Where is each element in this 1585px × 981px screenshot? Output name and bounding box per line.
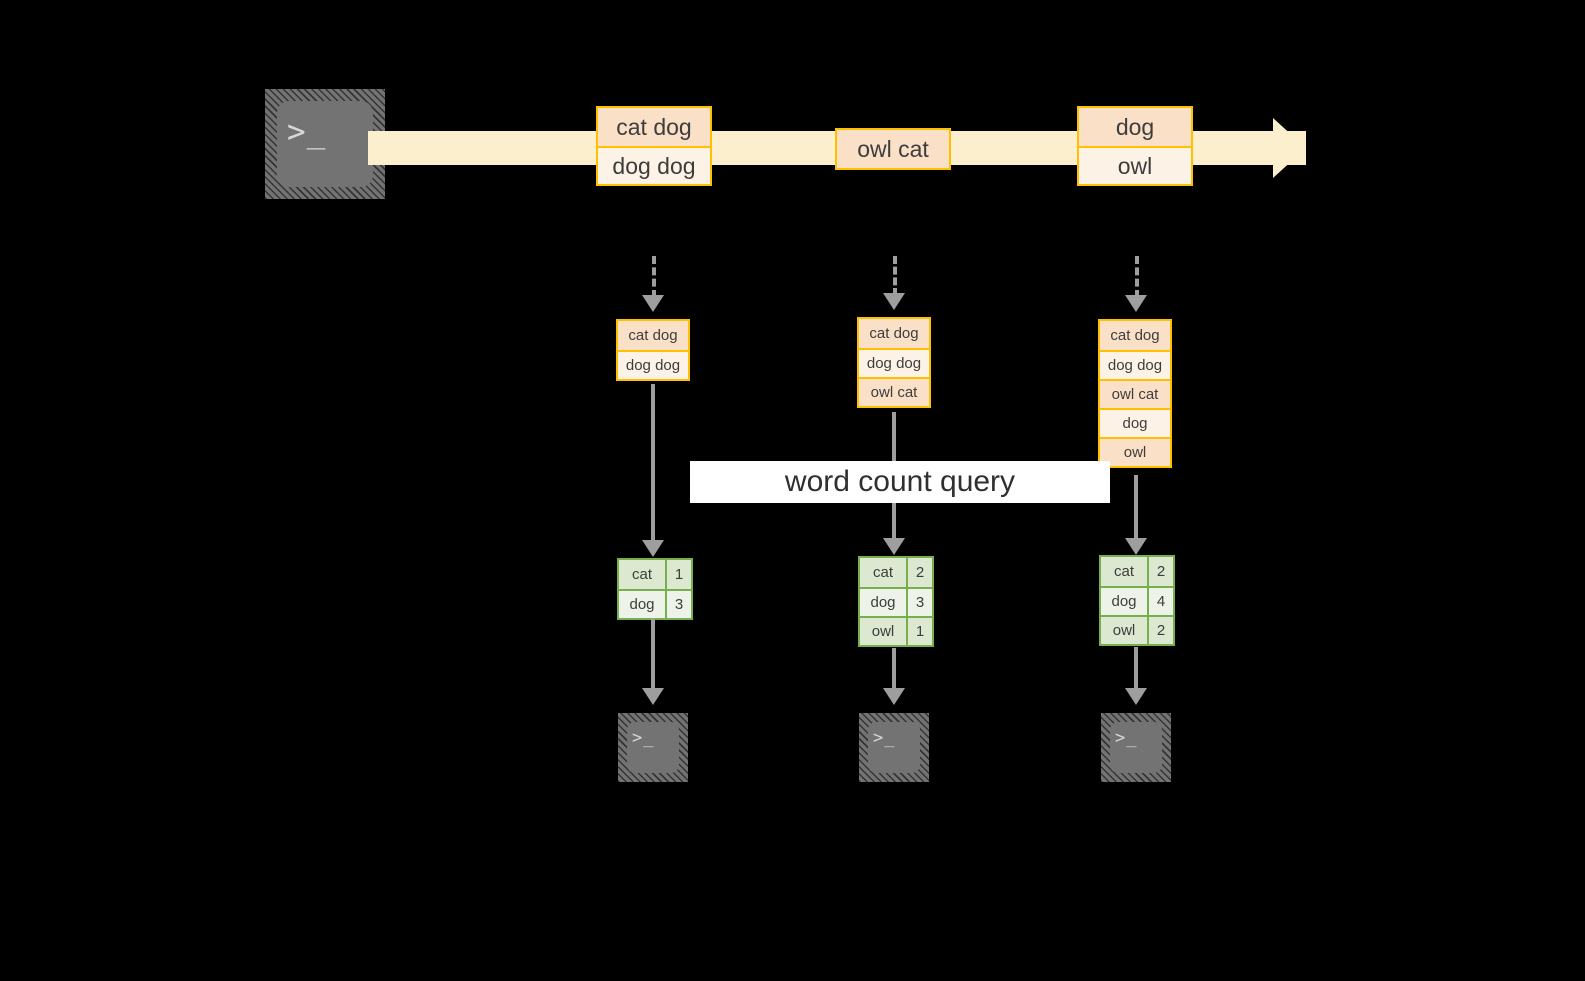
snapshot-1-feed-line <box>652 256 656 298</box>
input-line: cat dog <box>618 321 688 350</box>
snapshot-3-sink-terminal-icon: >_ <box>1101 713 1171 782</box>
query-label: word count query <box>784 465 1016 498</box>
result-count: 1 <box>906 618 932 645</box>
result-row: dog 3 <box>619 589 691 618</box>
result-count: 4 <box>1147 588 1173 615</box>
result-count: 3 <box>906 589 932 616</box>
snapshot-1-input-box: cat dog dog dog <box>616 319 690 381</box>
result-word: owl <box>860 618 906 645</box>
record-line: dog <box>1079 108 1191 146</box>
snapshot-3-sink-arrowhead <box>1125 688 1147 705</box>
snapshot-3-result-table: cat 2 dog 4 owl 2 <box>1099 555 1175 646</box>
result-row: cat 2 <box>1101 557 1173 586</box>
snapshot-1-query-arrowhead <box>642 540 664 557</box>
input-line: cat dog <box>859 319 929 348</box>
snapshot-2-feed-line <box>893 256 897 296</box>
record-line: owl <box>1079 146 1191 184</box>
snapshot-3-query-line <box>1134 475 1138 548</box>
result-row: owl 2 <box>1101 615 1173 644</box>
terminal-prompt-glyph: >_ <box>632 728 655 748</box>
snapshot-1-feed-arrowhead <box>642 295 664 312</box>
terminal-screen <box>627 722 679 773</box>
input-line: dog dog <box>1100 350 1170 379</box>
result-word: cat <box>1101 557 1147 586</box>
input-line: owl <box>1100 437 1170 466</box>
result-row: cat 2 <box>860 558 932 587</box>
result-row: owl 1 <box>860 616 932 645</box>
query-banner: word count query <box>690 461 1110 503</box>
result-word: cat <box>619 560 665 589</box>
snapshot-2-feed-arrowhead <box>883 293 905 310</box>
snapshot-2-sink-terminal-icon: >_ <box>859 713 929 782</box>
result-word: dog <box>1101 588 1147 615</box>
result-word: dog <box>619 591 665 618</box>
snapshot-1-sink-line <box>651 618 655 691</box>
stream-record-2: owl cat <box>835 128 951 170</box>
terminal-prompt-glyph: >_ <box>873 728 896 748</box>
snapshot-2-sink-line <box>892 648 896 691</box>
result-row: dog 4 <box>1101 586 1173 615</box>
snapshot-3-sink-line <box>1134 647 1138 691</box>
snapshot-1-sink-arrowhead <box>642 688 664 705</box>
result-word: owl <box>1101 617 1147 644</box>
result-count: 2 <box>906 558 932 587</box>
input-line: owl cat <box>1100 379 1170 408</box>
snapshot-3-input-box: cat dog dog dog owl cat dog owl <box>1098 319 1172 468</box>
source-terminal-icon: >_ <box>265 89 385 199</box>
input-line: dog dog <box>618 350 688 379</box>
snapshot-3-query-arrowhead <box>1125 538 1147 555</box>
stream-record-3: dog owl <box>1077 106 1193 186</box>
result-row: cat 1 <box>619 560 691 589</box>
result-count: 2 <box>1147 557 1173 586</box>
snapshot-1-result-table: cat 1 dog 3 <box>617 558 693 620</box>
record-line: cat dog <box>598 108 710 146</box>
snapshot-1-sink-terminal-icon: >_ <box>618 713 688 782</box>
result-count: 3 <box>665 591 691 618</box>
terminal-prompt-glyph: >_ <box>287 114 327 150</box>
stream-arrowhead <box>1273 118 1306 178</box>
snapshot-2-result-table: cat 2 dog 3 owl 1 <box>858 556 934 647</box>
record-line: dog dog <box>598 146 710 184</box>
input-line: dog <box>1100 408 1170 437</box>
snapshot-2-input-box: cat dog dog dog owl cat <box>857 317 931 408</box>
input-line: cat dog <box>1100 321 1170 350</box>
result-word: cat <box>860 558 906 587</box>
snapshot-2-query-arrowhead <box>883 538 905 555</box>
terminal-screen <box>277 101 373 187</box>
stream-record-1: cat dog dog dog <box>596 106 712 186</box>
result-word: dog <box>860 589 906 616</box>
input-line: dog dog <box>859 348 929 377</box>
snapshot-1-query-line <box>651 384 655 550</box>
result-count: 2 <box>1147 617 1173 644</box>
snapshot-3-feed-arrowhead <box>1125 295 1147 312</box>
snapshot-2-sink-arrowhead <box>883 688 905 705</box>
result-count: 1 <box>665 560 691 589</box>
snapshot-3-feed-line <box>1135 256 1139 298</box>
terminal-screen <box>868 722 920 773</box>
result-row: dog 3 <box>860 587 932 616</box>
record-line: owl cat <box>837 130 949 168</box>
input-line: owl cat <box>859 377 929 406</box>
terminal-screen <box>1110 722 1162 773</box>
terminal-prompt-glyph: >_ <box>1115 728 1138 748</box>
